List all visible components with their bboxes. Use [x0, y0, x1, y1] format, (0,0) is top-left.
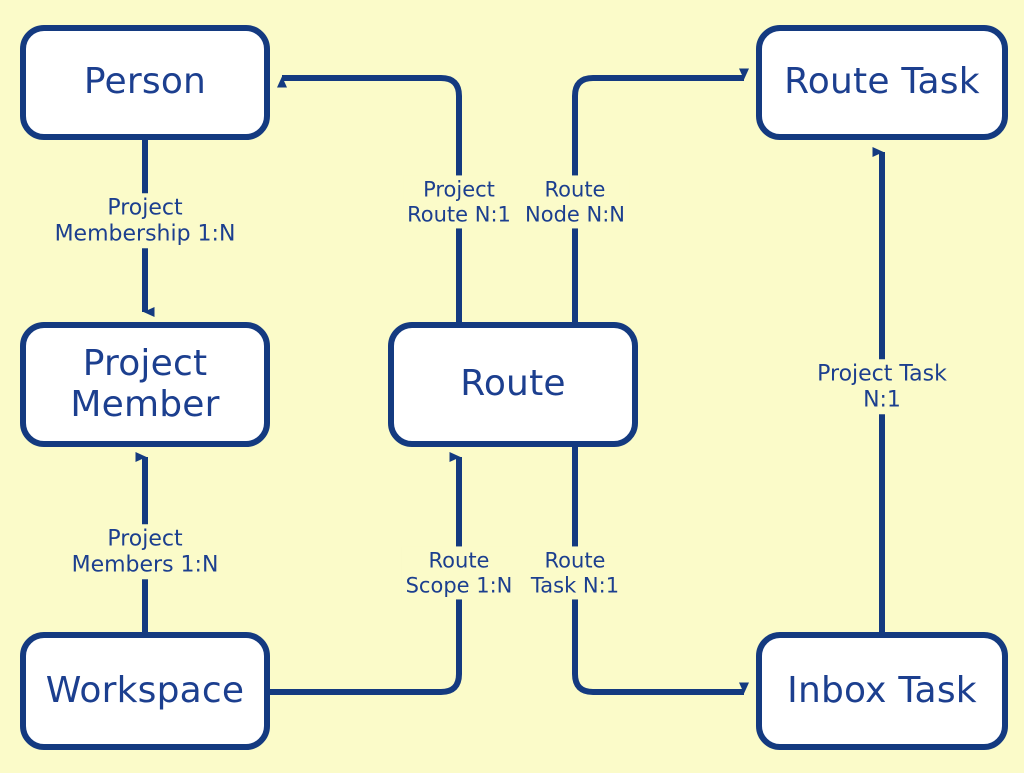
edge-label-route-scope: Route Scope 1:N — [401, 546, 517, 600]
edge-label-project-membership: Project Membership 1:N — [50, 193, 240, 249]
node-inbox-task[interactable]: Inbox Task — [756, 632, 1008, 750]
node-workspace-label: Workspace — [45, 669, 245, 711]
node-project-member[interactable]: Project Member — [20, 322, 270, 447]
node-route[interactable]: Route — [388, 322, 638, 447]
node-inbox-task-label: Inbox Task — [787, 669, 977, 711]
edge-project-route — [277, 75, 462, 322]
node-person[interactable]: Person — [20, 25, 270, 140]
node-person-label: Person — [83, 61, 207, 103]
node-route-task[interactable]: Route Task — [756, 25, 1008, 140]
node-workspace[interactable]: Workspace — [20, 632, 270, 750]
node-route-task-label: Route Task — [784, 61, 980, 103]
edge-route-node — [572, 68, 749, 322]
edge-label-project-members: Project Members 1:N — [67, 524, 223, 580]
edge-route-task — [572, 447, 749, 695]
node-route-label: Route — [460, 363, 566, 405]
edge-label-route-node: Route Node N:N — [521, 175, 629, 229]
edge-label-project-route: Project Route N:1 — [403, 175, 515, 229]
edge-route-scope — [270, 452, 462, 695]
edge-label-project-task: Project Task N:1 — [811, 359, 953, 415]
node-project-member-label: Project Member — [70, 343, 220, 425]
edge-label-route-task: Route Task N:1 — [526, 546, 624, 600]
